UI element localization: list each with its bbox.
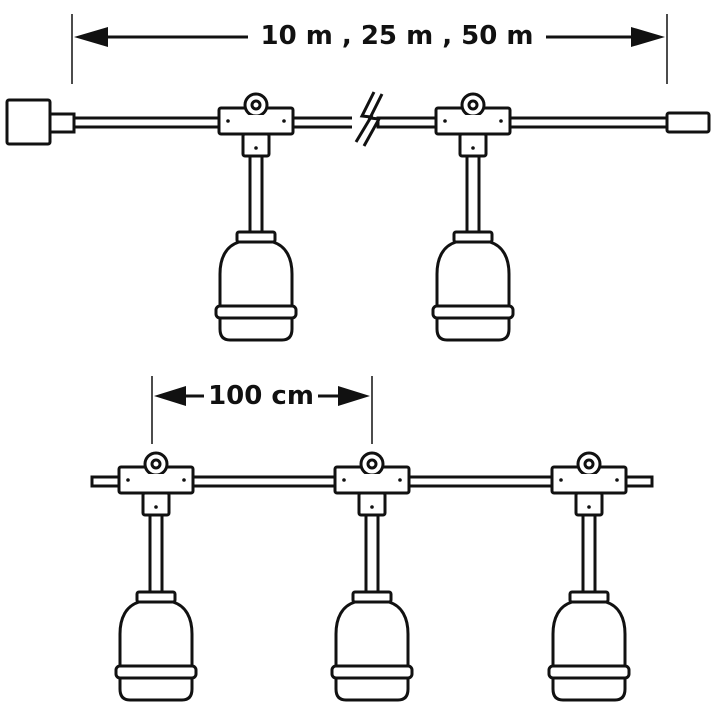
arrow-left-icon [74,27,108,47]
arrow-right-icon [631,27,665,47]
arrow-right-icon [338,386,370,406]
main-cable-left [70,116,364,129]
lamp-socket [547,590,631,702]
drop-cable [581,508,597,596]
lamp-assembly [214,92,298,342]
lamp-assembly [547,451,631,702]
bottom-light-string [90,451,654,702]
main-cable-right [376,116,670,129]
lamp-assembly [330,451,414,702]
lamp-socket [114,590,198,702]
tee-connector [117,451,195,517]
top-light-string [5,91,711,342]
tee-connector [333,451,411,517]
spacing-label: 100 cm [208,381,314,411]
drop-cable [364,508,380,596]
drop-cable [148,508,164,596]
end-connector [665,111,711,134]
length-label: 10 m , 25 m , 50 m [261,21,534,51]
lamp-socket [431,230,515,342]
length-dimension: 10 m , 25 m , 50 m [71,14,668,84]
power-plug [5,98,76,146]
tee-connector [217,92,295,158]
cable-break-icon [352,91,384,147]
tee-connector [550,451,628,517]
lamp-assembly [114,451,198,702]
lamp-socket [330,590,414,702]
drop-cable [248,148,264,236]
arrow-left-icon [154,386,186,406]
tee-connector [434,92,512,158]
spacing-dimension: 100 cm [151,376,373,444]
lamp-socket [214,230,298,342]
drop-cable [465,148,481,236]
lamp-assembly [431,92,515,342]
